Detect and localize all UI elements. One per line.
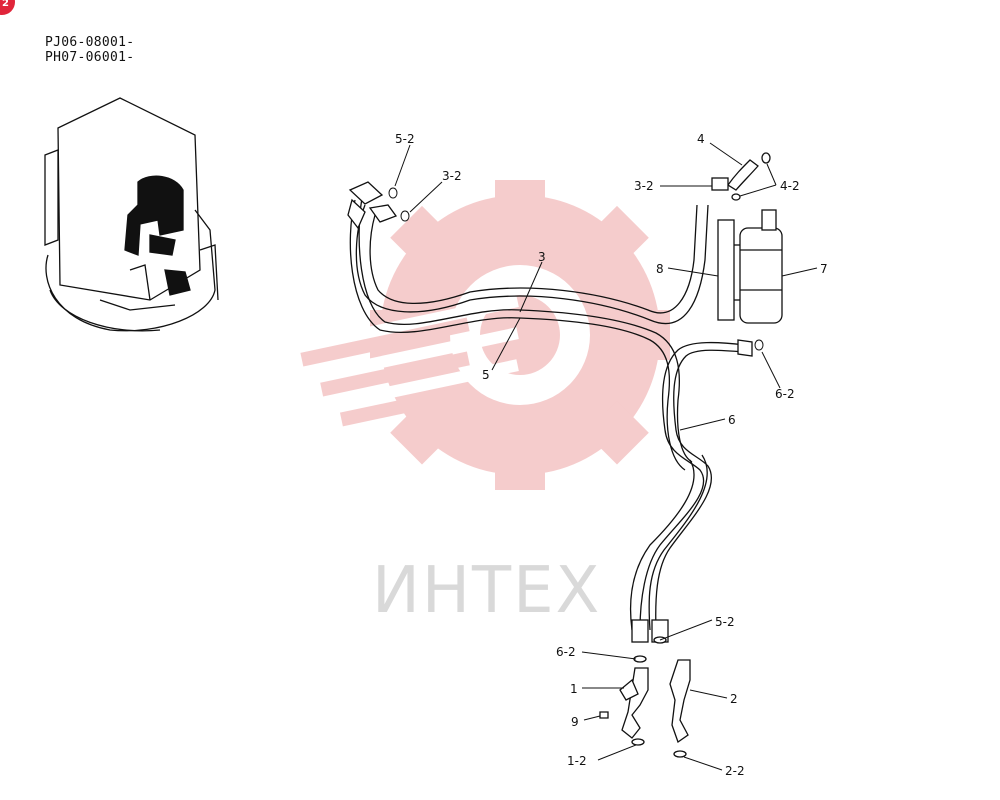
hose-6-end bbox=[737, 339, 753, 357]
fitting-4 bbox=[711, 152, 771, 201]
bracket-8 bbox=[717, 219, 740, 321]
callout-8: 8 bbox=[656, 262, 664, 276]
leader-lines bbox=[394, 142, 818, 771]
watermark-text: ИНТЕХ bbox=[372, 554, 601, 628]
o-ring-6-2-right bbox=[754, 339, 764, 351]
callout-2: 2 bbox=[730, 692, 738, 706]
hose-assembly-6 bbox=[629, 341, 746, 631]
callout-5: 5 bbox=[482, 368, 490, 382]
callout-1: 1 bbox=[570, 682, 578, 696]
callout-4: 4 bbox=[697, 132, 705, 146]
callout-3: 3 bbox=[538, 250, 546, 264]
callout-5-2-bottom: 5-2 bbox=[715, 615, 735, 629]
o-ring-5-2-top bbox=[388, 187, 398, 199]
serial-number-range: PJ06-08001- PH07-06001- bbox=[45, 35, 134, 65]
callout-4-2: 4-2 bbox=[780, 179, 800, 193]
callout-9: 9 bbox=[571, 715, 579, 729]
hose-assembly-5 bbox=[349, 197, 693, 471]
machine-overview-sketch bbox=[44, 97, 219, 332]
callout-6-2-bottom: 6-2 bbox=[556, 645, 576, 659]
callout-6-2-right: 6-2 bbox=[775, 387, 795, 401]
hose-assembly-3 bbox=[355, 204, 709, 325]
callout-3-2-right: 3-2 bbox=[634, 179, 654, 193]
receiver-drier-7 bbox=[739, 209, 783, 324]
serial-number-2: PH07-06001- bbox=[45, 50, 135, 65]
serial-number-1: PJ06-08001- bbox=[45, 35, 135, 50]
watermark-logo bbox=[300, 180, 670, 490]
callout-7: 7 bbox=[820, 262, 828, 276]
callout-3-2-top: 3-2 bbox=[442, 169, 462, 183]
callout-6: 6 bbox=[728, 413, 736, 427]
o-ring-3-2-top bbox=[400, 210, 410, 222]
hose-end-fitting-top bbox=[347, 181, 398, 230]
lower-fittings bbox=[599, 619, 691, 758]
callout-2-2: 2-2 bbox=[725, 764, 745, 778]
callout-1-2: 1-2 bbox=[567, 754, 587, 768]
callout-5-2-top: 5-2 bbox=[395, 132, 415, 146]
callout-labels: 5-2 3-2 4 3-2 4-2 3 8 7 5 6-2 6 5-2 6-2 … bbox=[395, 132, 828, 778]
